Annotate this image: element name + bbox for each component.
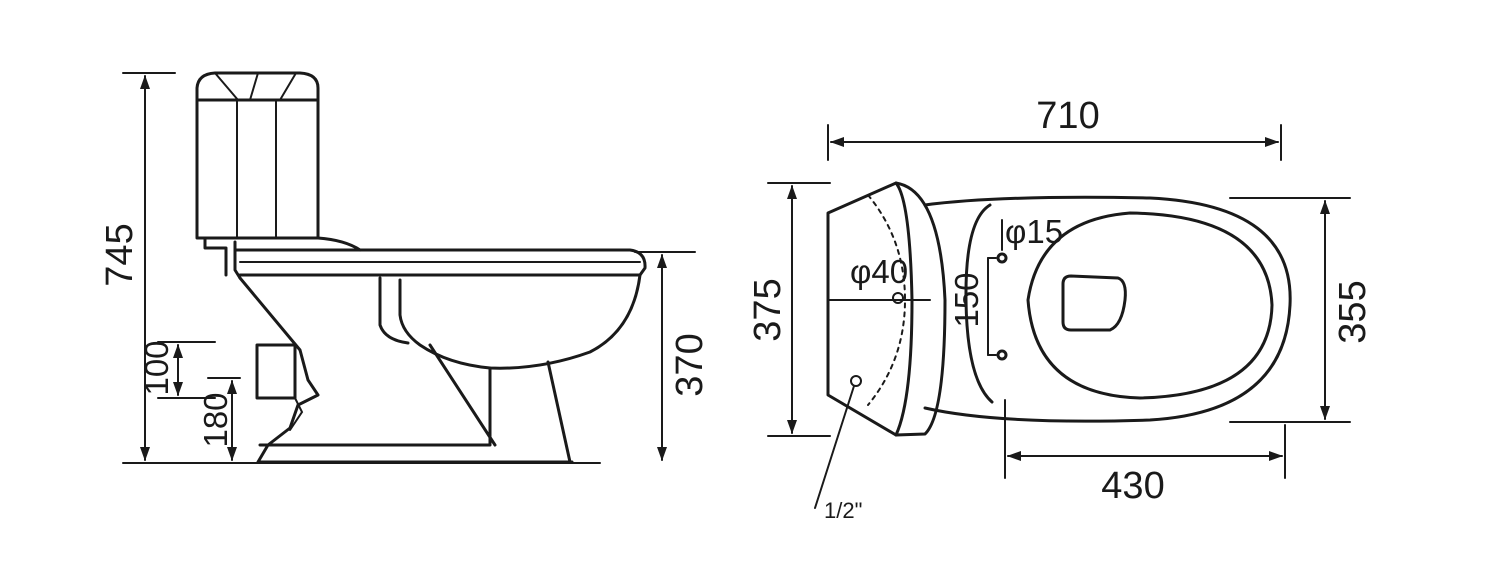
dim-430: 430 [1004,399,1286,507]
dim-375: 375 [747,182,831,437]
dim-180: 180 [197,377,241,461]
top-view: 710 375 355 430 150 [747,95,1374,523]
top-bowl [923,195,1292,423]
top-tank [826,181,947,437]
dim-370: 370 [634,251,711,461]
dim-745: 745 [99,72,601,464]
side-view: 745 100 180 370 [99,71,711,464]
side-bowl [233,240,647,464]
label-180: 180 [197,392,234,447]
label-water-inlet: 1/2" [824,498,862,523]
label-710: 710 [1036,95,1099,137]
label-375: 375 [747,278,789,341]
label-430: 430 [1101,465,1164,507]
dim-355: 355 [1229,197,1374,423]
label-150: 150 [948,272,985,327]
label-phi40: φ40 [850,253,908,290]
label-phi15: φ15 [1005,213,1063,250]
callout-water-inlet: 1/2" [814,385,862,523]
side-tank [195,71,362,277]
label-745: 745 [99,223,141,286]
label-355: 355 [1332,280,1374,343]
dim-100: 100 [138,340,216,399]
dim-710: 710 [827,95,1282,161]
dim-150: 150 [948,257,997,356]
side-outlet [255,343,304,431]
label-370: 370 [669,333,711,396]
label-100: 100 [138,340,175,395]
